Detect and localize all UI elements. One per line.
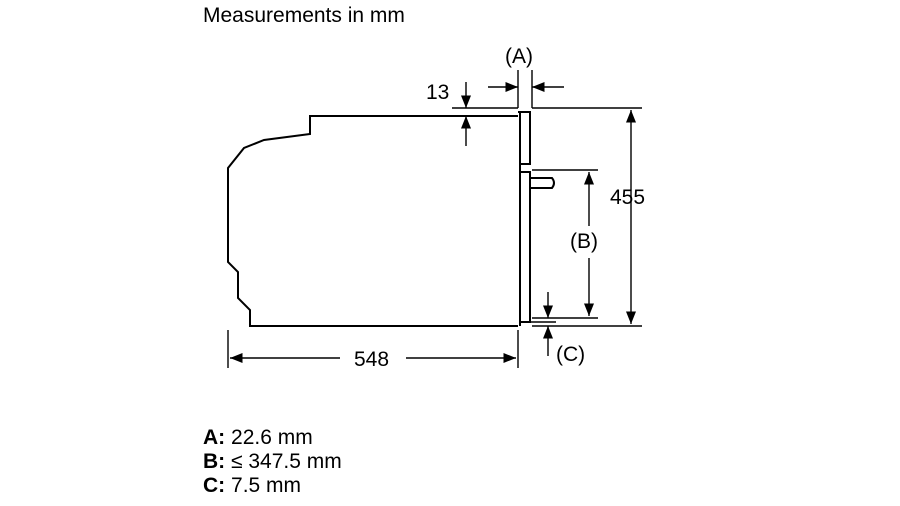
legend-key: B: xyxy=(203,450,226,473)
dim-a-label: (A) xyxy=(505,45,533,68)
dim-c-label: (C) xyxy=(556,343,585,366)
dim-b-label: (B) xyxy=(570,230,598,253)
measurement-legend: A: 22.6 mm B: ≤ 347.5 mm C: 7.5 mm xyxy=(203,426,342,498)
appliance-body-outline xyxy=(227,115,518,327)
door-handle xyxy=(530,177,555,189)
legend-row-a: A: 22.6 mm xyxy=(203,426,342,450)
page-title: Measurements in mm xyxy=(203,4,405,27)
legend-row-b: B: ≤ 347.5 mm xyxy=(203,450,342,474)
legend-value: ≤ 347.5 mm xyxy=(231,450,342,473)
dim-455-label: 455 xyxy=(610,186,645,209)
dim-548-label: 548 xyxy=(354,348,389,371)
legend-row-c: C: 7.5 mm xyxy=(203,474,342,498)
legend-key: A: xyxy=(203,426,226,449)
dim-13-label: 13 xyxy=(426,81,449,104)
legend-key: C: xyxy=(203,474,226,497)
control-panel-front xyxy=(518,111,531,165)
legend-value: 22.6 mm xyxy=(231,426,313,449)
door-front xyxy=(520,171,531,323)
oven-side-view-diagram: 13 (A) 455 (B) (C) 548 xyxy=(227,45,645,371)
legend-value: 7.5 mm xyxy=(231,474,302,497)
